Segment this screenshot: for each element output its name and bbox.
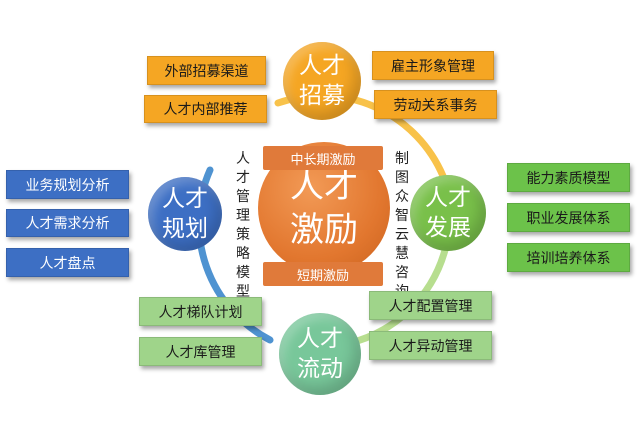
label-talent-demand: 人才需求分析 bbox=[6, 209, 129, 237]
node-develop-line1: 人才 bbox=[425, 185, 471, 211]
label-career-system: 职业发展体系 bbox=[507, 203, 630, 232]
node-develop-line2: 发展 bbox=[425, 215, 471, 241]
label-employer-brand: 雇主形象管理 bbox=[372, 51, 494, 80]
label-business-planning: 业务规划分析 bbox=[6, 170, 129, 199]
label-talent-allocation: 人才配置管理 bbox=[369, 291, 492, 320]
center-bottom-band: 短期激励 bbox=[263, 262, 383, 286]
node-flow-line1: 人才 bbox=[297, 326, 343, 352]
label-competency-model: 能力素质模型 bbox=[507, 163, 630, 192]
label-labor-relations: 劳动关系事务 bbox=[374, 90, 497, 119]
label-talent-transfer: 人才异动管理 bbox=[369, 331, 492, 360]
center-top-band: 中长期激励 bbox=[263, 146, 383, 170]
center-line1: 人才 bbox=[290, 166, 358, 206]
label-external-recruit: 外部招募渠道 bbox=[147, 56, 266, 85]
node-flow-line2: 流动 bbox=[297, 356, 343, 382]
node-plan: 人才 规划 bbox=[148, 177, 222, 251]
node-develop: 人才 发展 bbox=[410, 175, 486, 251]
node-flow: 人才 流动 bbox=[279, 313, 361, 395]
node-plan-line2: 规划 bbox=[162, 216, 208, 242]
label-training-system: 培训培养体系 bbox=[507, 243, 630, 272]
node-recruit-line2: 招募 bbox=[299, 83, 345, 109]
center-line2: 激励 bbox=[290, 210, 358, 250]
label-talent-pool: 人才库管理 bbox=[139, 337, 262, 366]
node-recruit-line1: 人才 bbox=[299, 53, 345, 79]
node-plan-line1: 人才 bbox=[162, 186, 208, 212]
label-succession-plan: 人才梯队计划 bbox=[139, 297, 262, 326]
label-internal-referral: 人才内部推荐 bbox=[144, 95, 267, 123]
node-recruit: 人才 招募 bbox=[283, 42, 361, 120]
right-vertical-text: 制图众智云慧咨询 bbox=[395, 151, 409, 300]
left-vertical-text: 人才管理策略模型 bbox=[236, 151, 250, 300]
label-talent-inventory: 人才盘点 bbox=[6, 248, 129, 277]
